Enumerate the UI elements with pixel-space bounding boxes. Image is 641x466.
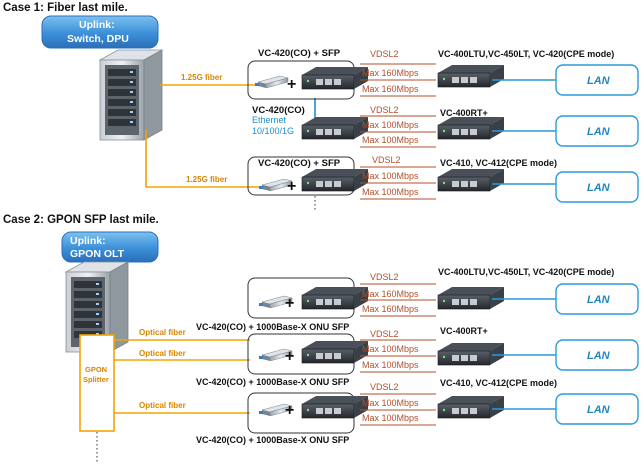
case2-row2-up-speed: Max 100Mbps — [362, 344, 419, 354]
case1-row3-lan-label: LAN — [587, 182, 611, 194]
case1-row3-cpe-label: VC-410, VC-412(CPE mode) — [440, 158, 557, 168]
case2-row3-up-speed: Max 100Mbps — [362, 398, 419, 408]
case2-row3-vdsl-label: VDSL2 — [370, 382, 399, 392]
case2-row1-lan-label: LAN — [587, 294, 611, 306]
case1-row1-lan-box — [555, 64, 639, 96]
case1-row1-up-speed: Max 160Mbps — [362, 68, 419, 78]
case2-row2-co-device-icon — [301, 340, 369, 364]
case1-row1-co-device-icon — [301, 66, 369, 90]
case1-row3-co-label: VC-420(CO) + SFP — [258, 158, 341, 169]
case1-row3-plus: + — [287, 178, 296, 195]
case2-row3-down-speed: Max 100Mbps — [362, 413, 419, 423]
case2-row1-vdsl-label: VDSL2 — [370, 272, 399, 282]
case1-row3-lan-box — [555, 171, 639, 203]
case2-row1-co-label: VC-420(CO) + 1000Base-X ONU SFP — [196, 322, 349, 332]
case1-row2-lan-label: LAN — [587, 126, 611, 138]
case2-row1-cpe-label: VC-400LTU,VC-450LT, VC-420(CPE mode) — [438, 267, 614, 277]
case2-row2-lan-label: LAN — [587, 350, 611, 362]
case1-row2-cpe-device-icon — [437, 116, 505, 140]
case1-fiber-label-2: 1.25G fiber — [186, 175, 227, 184]
case1-row2-vdsl-label: VDSL2 — [370, 105, 399, 115]
gpon-splitter-box — [79, 334, 115, 432]
case1-row1-co-label: VC-420(CO) + SFP — [258, 48, 341, 59]
case2-row1-co-device-icon — [301, 286, 369, 310]
case1-row2-down-speed: Max 100Mbps — [362, 135, 419, 145]
case1-row1-lan-label: LAN — [587, 75, 611, 87]
case1-switch-rack-icon — [99, 49, 163, 141]
case1-row3-down-speed: Max 100Mbps — [362, 187, 419, 197]
case1-row1-down-speed: Max 160Mbps — [362, 84, 419, 94]
case1-row1-plus: + — [287, 76, 296, 93]
case1-row2-lan-box — [555, 115, 639, 147]
case1-fiber-lines — [145, 84, 262, 188]
case1-uplink-name: Switch, DPU — [67, 33, 129, 45]
case1-row2-co-label: VC-420(CO) — [252, 105, 305, 116]
case2-row3-fiber-label: Optical fiber — [139, 401, 186, 410]
case2-row1-plus: + — [285, 295, 294, 312]
case2-row2-fiber-label: Optical fiber — [139, 349, 186, 358]
case2-heading: Case 2: GPON SFP last mile. — [3, 214, 159, 226]
case1-ethernet-speed: 10/100/1G — [252, 126, 294, 136]
case2-row1-down-speed: Max 160Mbps — [362, 304, 419, 314]
case2-fiber-lines — [114, 339, 250, 414]
case1-heading: Case 1: Fiber last mile. — [3, 2, 128, 14]
case1-uplink-badge: Uplink: Switch, DPU — [41, 15, 159, 49]
case2-row3-lan-box — [555, 393, 639, 425]
case2-row1-lan-box — [555, 283, 639, 315]
case1-row1-sfp-icon — [254, 75, 289, 89]
case1-row3-cpe-device-icon — [437, 168, 505, 192]
case1-row3-vdsl-label: VDSL2 — [372, 155, 401, 165]
case2-row1-fiber-label: Optical fiber — [139, 328, 186, 337]
case2-row2-down-speed: Max 100Mbps — [362, 360, 419, 370]
case1-row3-up-speed: Max 100Mbps — [362, 171, 419, 181]
case1-row3-co-device-icon — [301, 168, 369, 192]
case2-row3-plus: + — [285, 402, 294, 419]
case1-row2-cpe-label: VC-400RT+ — [440, 108, 488, 118]
case2-row3-co-label: VC-420(CO) + 1000Base-X ONU SFP — [196, 435, 349, 445]
case1-row1-cpe-label: VC-400LTU,VC-450LT, VC-420(CPE mode) — [438, 49, 614, 59]
case2-vdsl-links: VDSL2 Max 160Mbps Max 160Mbps VDSL2 Max … — [360, 272, 436, 426]
gpon-splitter-label: GPON — [85, 365, 107, 374]
case2-row3-co-device-icon — [301, 395, 369, 419]
case2-uplink-name: GPON OLT — [70, 248, 125, 260]
case1-vdsl-links: VDSL2 Max 160Mbps Max 160Mbps VDSL2 Max … — [360, 49, 436, 200]
case2-row1-up-speed: Max 160Mbps — [362, 289, 419, 299]
case2-row3-cpe-label: VC-410, VC-412(CPE mode) — [440, 378, 557, 388]
case1-row2-up-speed: Max 100Mbps — [362, 120, 419, 130]
case2-row2-vdsl-label: VDSL2 — [370, 329, 399, 339]
case2-row3-lan-label: LAN — [587, 404, 611, 416]
case2-uplink-label: Uplink: — [70, 235, 106, 247]
case1-uplink-label: Uplink: — [79, 19, 115, 31]
case1-ethernet-label: Ethernet — [252, 115, 287, 125]
case2-row2-cpe-label: VC-400RT+ — [440, 326, 488, 336]
case2-row2-co-label: VC-420(CO) + 1000Base-X ONU SFP — [196, 377, 349, 387]
case2-row1-cpe-device-icon — [437, 286, 505, 310]
case2-row2-plus: + — [285, 348, 294, 365]
case1-row1-cpe-device-icon — [437, 64, 505, 88]
case2-row2-cpe-device-icon — [437, 342, 505, 366]
gpon-splitter-sublabel: Splitter — [83, 375, 109, 384]
case1-row2-co-device-icon — [301, 116, 369, 140]
case2-row2-lan-box — [555, 339, 639, 371]
case1-row1-vdsl-label: VDSL2 — [370, 49, 399, 59]
case1-fiber-label-1: 1.25G fiber — [181, 73, 222, 82]
case2-uplink-badge: Uplink: GPON OLT — [61, 231, 159, 263]
case2-row3-cpe-device-icon — [437, 395, 505, 419]
